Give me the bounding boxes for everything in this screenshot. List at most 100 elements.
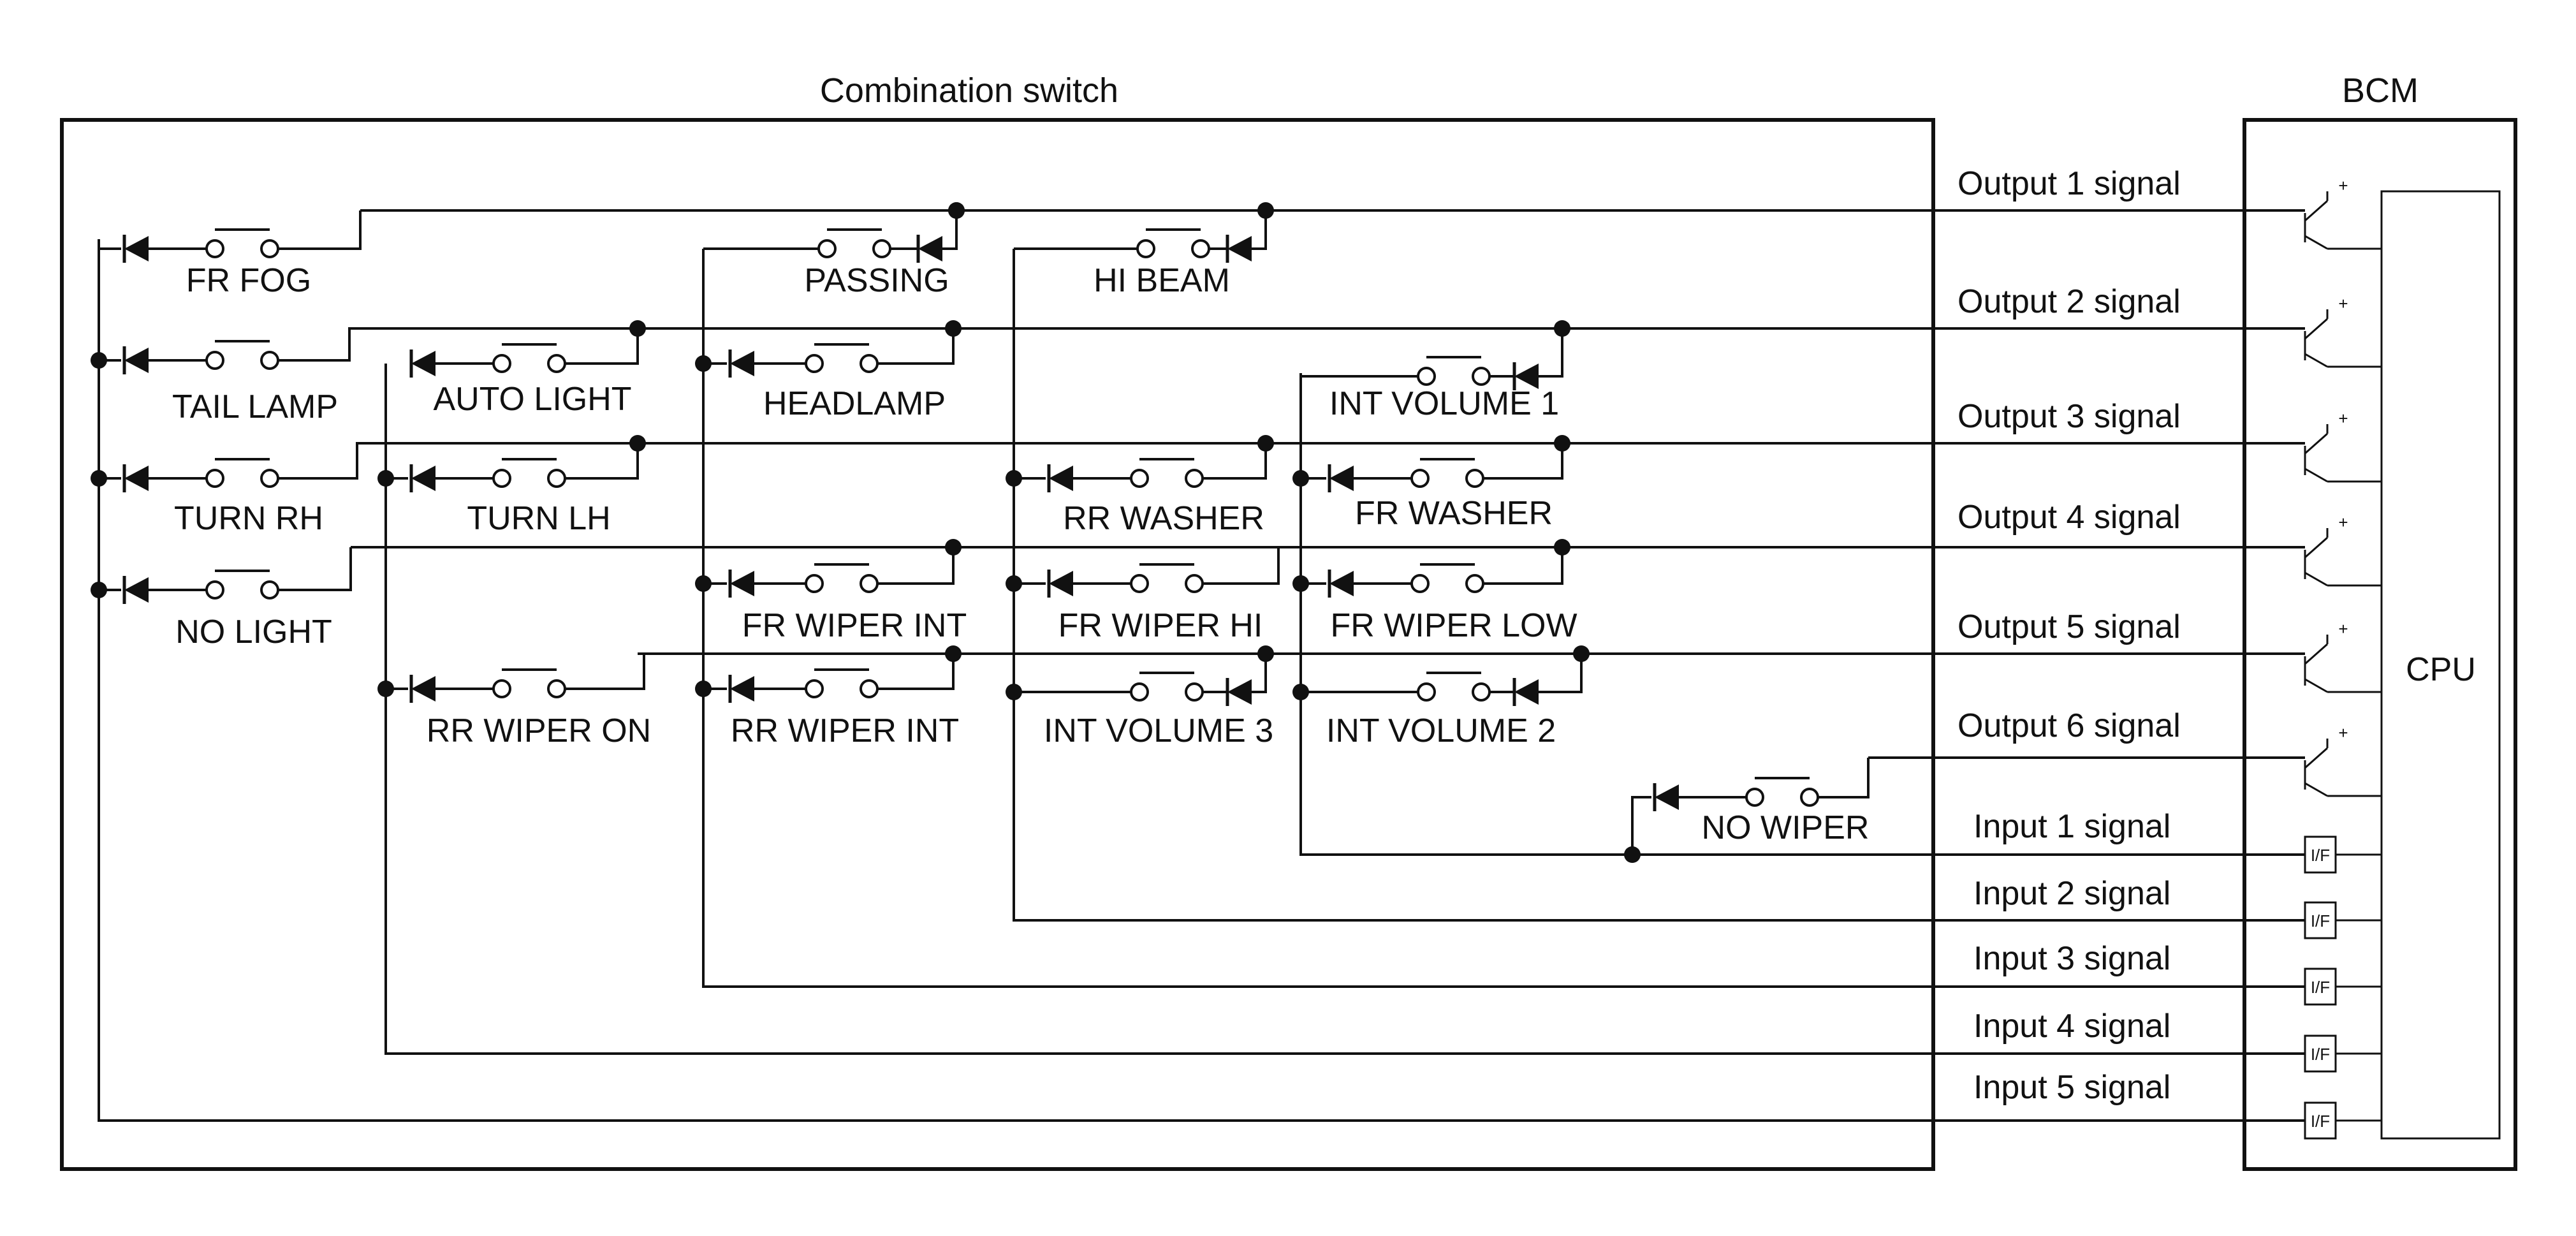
- input-3-label: Input 3 signal: [1973, 940, 2170, 977]
- interface-box: [2304, 1034, 2337, 1073]
- junction-dot: [1292, 684, 1309, 700]
- switch-label-fr-wiper-hi: FR WIPER HI: [1058, 607, 1263, 644]
- diode-icon: [411, 676, 435, 702]
- combination-switch-title: Combination switch: [820, 71, 1118, 110]
- switch-contact-icon: [1401, 458, 1493, 488]
- switch-label-fr-wiper-low: FR WIPER LOW: [1330, 607, 1577, 644]
- junction-dot: [695, 355, 712, 372]
- switch-label-rr-wiper-on: RR WIPER ON: [427, 712, 651, 749]
- junction-dot: [695, 575, 712, 592]
- cpu-box: [2380, 190, 2501, 1140]
- input-2-label: Input 2 signal: [1973, 875, 2170, 912]
- wire: [287, 442, 638, 480]
- diode-icon: [411, 466, 435, 491]
- plus-sign: +: [2338, 619, 2348, 638]
- output-3-label: Output 3 signal: [1958, 398, 2181, 435]
- output-1-label: Output 1 signal: [1958, 165, 2181, 202]
- switch-label-fr-wiper-int: FR WIPER INT: [742, 607, 967, 644]
- switch-label-rr-washer: RR WASHER: [1063, 500, 1264, 537]
- input-3-wire: [702, 249, 2321, 988]
- transistor-output-6: +: [2304, 723, 2382, 797]
- junction-dot: [629, 320, 646, 337]
- output-4-label: Output 4 signal: [1958, 499, 2181, 536]
- junction-dot: [377, 470, 394, 487]
- wire: [287, 327, 638, 362]
- junction-dot: [91, 470, 107, 487]
- junction-dot: [945, 645, 962, 662]
- transistor-output-4: +: [2304, 513, 2382, 587]
- interface-box: [2304, 901, 2337, 939]
- switch-contact-icon: [1401, 563, 1493, 593]
- switch-label-auto-light: AUTO LIGHT: [433, 381, 631, 418]
- junction-dot: [1257, 202, 1274, 219]
- interface-label: I/F: [2311, 911, 2330, 931]
- input-5-wire: [98, 239, 2321, 1122]
- bcm-box: [2243, 118, 2517, 1171]
- switch-contact-icon: [196, 228, 288, 258]
- interface-label: I/F: [2311, 1112, 2330, 1131]
- switch-label-int-volume-1: INT VOLUME 1: [1329, 385, 1559, 422]
- diode-icon: [730, 571, 754, 596]
- input-5-label: Input 5 signal: [1973, 1069, 2170, 1106]
- junction-dot: [1292, 470, 1309, 487]
- switch-contact-icon: [483, 458, 575, 488]
- wire: [1631, 796, 1651, 855]
- diode-icon: [1655, 784, 1679, 810]
- diode-icon: [730, 676, 754, 702]
- switch-label-fr-fog: FR FOG: [186, 262, 311, 299]
- output-5-label: Output 5 signal: [1958, 608, 2181, 645]
- plus-sign: +: [2338, 294, 2348, 313]
- interface-box: [2304, 835, 2337, 874]
- switch-label-headlamp: HEADLAMP: [763, 385, 946, 422]
- switch-label-rr-wiper-int: RR WIPER INT: [731, 712, 959, 749]
- junction-dot: [945, 539, 962, 555]
- output-6-label: Output 6 signal: [1958, 707, 2181, 744]
- interface-label: I/F: [2311, 978, 2330, 997]
- switch-label-turn-rh: TURN RH: [174, 500, 323, 537]
- diode-icon: [918, 236, 942, 261]
- switch-contact-icon: [196, 458, 288, 488]
- diode-icon: [124, 348, 149, 373]
- input-1-label: Input 1 signal: [1973, 808, 2170, 845]
- switch-contact-icon: [1408, 356, 1500, 386]
- transistor-output-2: +: [2304, 294, 2382, 368]
- junction-dot: [1624, 846, 1641, 863]
- switch-contact-icon: [809, 228, 900, 258]
- components: I/FI/FI/FI/FI/F: [91, 202, 2382, 1140]
- input-4-label: Input 4 signal: [1973, 1008, 2170, 1045]
- wire: [942, 210, 958, 250]
- junction-dot: [948, 202, 965, 219]
- interface-box: [2304, 967, 2337, 1006]
- plus-sign: +: [2338, 723, 2348, 742]
- switch-contact-icon: [796, 343, 888, 373]
- interface-label: I/F: [2311, 846, 2330, 865]
- junction-dot: [91, 352, 107, 369]
- cpu-label: CPU: [2406, 651, 2476, 688]
- wire: [574, 328, 639, 365]
- wire: [886, 654, 955, 690]
- diode-icon: [730, 351, 754, 376]
- switch-label-fr-washer: FR WASHER: [1355, 495, 1553, 532]
- wire: [574, 443, 639, 480]
- wire: [1252, 210, 1267, 250]
- transistor-output-3: +: [2304, 409, 2382, 483]
- diode-icon: [124, 466, 149, 491]
- switch-label-no-light: NO LIGHT: [175, 614, 332, 651]
- junction-dot: [695, 681, 712, 697]
- input-1-wire: [1299, 373, 2321, 856]
- switch-contact-icon: [796, 668, 888, 698]
- switch-contact-icon: [196, 570, 288, 600]
- diode-icon: [1514, 364, 1539, 389]
- diode-icon: [1227, 236, 1252, 261]
- diode-icon: [1329, 466, 1354, 491]
- switch-contact-icon: [1121, 563, 1213, 593]
- junction-dot: [1006, 684, 1022, 700]
- junction-dot: [1292, 575, 1309, 592]
- transistor-output-1: +: [2304, 176, 2382, 250]
- switch-label-tail-lamp: TAIL LAMP: [172, 388, 338, 425]
- diode-icon: [1329, 571, 1354, 596]
- switch-contact-icon: [196, 340, 288, 370]
- wire: [1211, 547, 1280, 585]
- combination-switch-box: [60, 118, 1935, 1171]
